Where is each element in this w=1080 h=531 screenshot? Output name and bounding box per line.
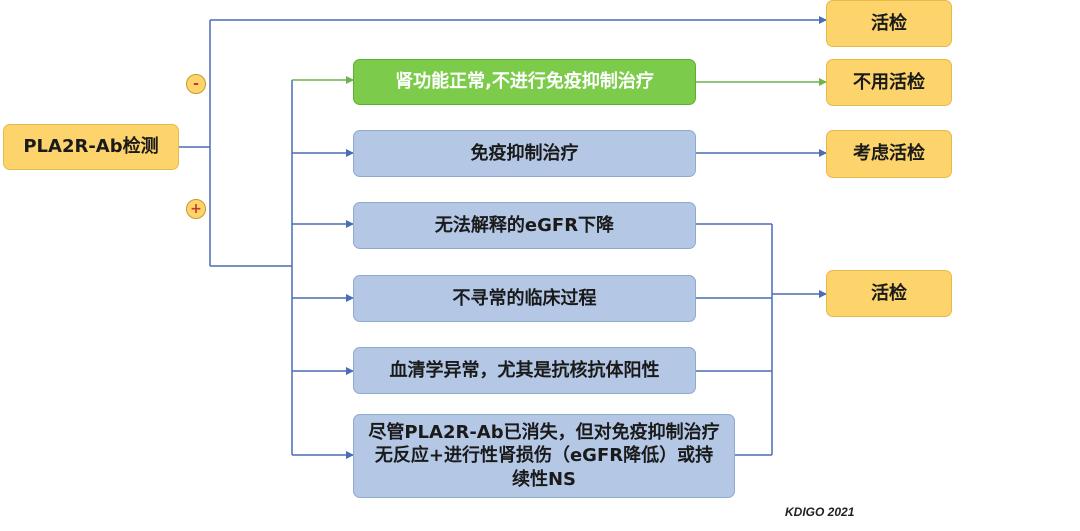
condition-immunosuppression: 免疫抑制治疗: [353, 130, 696, 177]
source-credit: KDIGO 2021: [785, 505, 855, 519]
root-label: PLA2R-Ab检测: [23, 136, 159, 158]
root-box-pla2r-test: PLA2R-Ab检测: [3, 124, 179, 170]
outcome-consider-biopsy: 考虑活检: [826, 130, 952, 178]
condition-unusual-course: 不寻常的临床过程: [353, 275, 696, 322]
negative-sign-icon: -: [186, 74, 206, 94]
outcome-biopsy-positive: 活检: [826, 270, 952, 317]
positive-sign-icon: +: [186, 199, 206, 219]
outcome-no-biopsy: 不用活检: [826, 59, 952, 106]
outcome-biopsy-negative: 活检: [826, 0, 952, 47]
condition-normal-function: 肾功能正常,不进行免疫抑制治疗: [353, 59, 696, 105]
condition-egfr-decline: 无法解释的eGFR下降: [353, 202, 696, 249]
condition-abnormal-serology: 血清学异常，尤其是抗核抗体阳性: [353, 347, 696, 394]
condition-persistent-ns: 尽管PLA2R-Ab已消失，但对免疫抑制治疗无反应+进行性肾损伤（eGFR降低）…: [353, 414, 735, 498]
